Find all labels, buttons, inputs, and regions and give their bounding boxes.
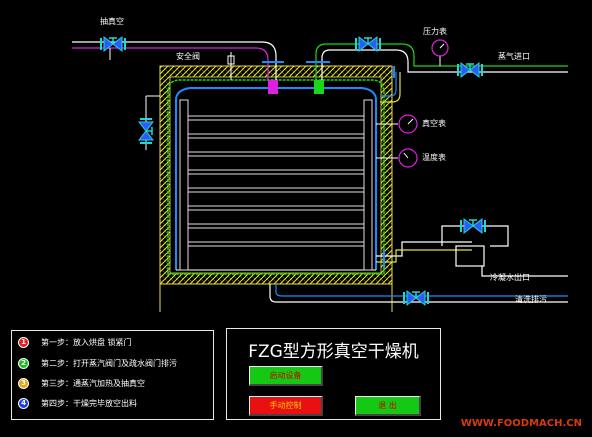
step-text: 第一步：放入烘盘 锁紧门 [41,337,132,347]
steam-line [315,43,568,80]
steam-trap [455,245,485,267]
vacuum-gauge [398,114,418,134]
cleaning-drain-label: 清洗排污 [515,295,547,304]
step-1: 1 第一步：放入烘盘 锁紧门 [18,335,132,349]
step-text: 第四步：干燥完毕放空出料 [41,398,137,408]
vacuum-line [72,41,277,80]
control-panel: FZG型方形真空干燥机 启动设备 手动控制 退 出 [226,328,441,420]
thermometer-label: 温度表 [422,153,446,162]
safety-valve-label: 安全阀 [176,52,200,61]
drain-line [269,284,568,303]
insulation-jacket [159,65,393,285]
side-vacuum-valve[interactable] [138,118,154,144]
support-legs [159,284,393,312]
steam-inlet-valve[interactable] [457,62,483,78]
dryer-schematic [72,36,568,312]
gauge-lines [376,56,441,159]
drain-valve[interactable] [403,290,429,306]
pressure-gauge [431,39,449,57]
step-badge: 4 [18,397,29,409]
step-2: 2 第二步：打开蒸汽阀门及疏水阀门排污 [18,356,177,370]
step-text: 第三步：通蒸汽加热及抽真空 [41,378,145,388]
vacuum-valve[interactable] [100,36,126,52]
vacuum-port [268,80,278,94]
exit-button[interactable]: 退 出 [355,396,421,416]
vacuum-pump-label: 抽真空 [100,17,124,26]
instruction-panel: 1 第一步：放入烘盘 锁紧门 2 第二步：打开蒸汽阀门及疏水阀门排污 3 第三步… [11,330,214,420]
pressure-gauge-label: 压力表 [423,27,447,36]
condensate-line [376,225,568,277]
steam-riser [380,66,401,103]
step-3: 3 第三步：通蒸汽加热及抽真空 [18,376,145,390]
watermark: WWW.FOODMACH.CN [460,418,582,429]
condensate-valve[interactable] [460,218,486,234]
step-badge: 2 [18,357,29,369]
step-badge: 1 [18,336,29,348]
start-button[interactable]: 启动设备 [249,366,323,386]
manual-control-button[interactable]: 手动控制 [249,396,323,416]
panel-title: FZG型方形真空干燥机 [248,342,419,362]
heating-shelves [187,115,365,247]
steam-coil [167,79,385,275]
steam-port [314,80,324,94]
steam-inlet-label: 蒸气进口 [498,52,530,61]
safety-valve [227,52,235,80]
step-text: 第二步：打开蒸汽阀门及疏水阀门排污 [41,358,177,368]
thermometer-gauge [398,148,418,168]
condensate-outlet-label: 冷凝水出口 [490,273,530,282]
step-badge: 3 [18,377,29,389]
steam-valve[interactable] [355,36,381,52]
step-4: 4 第四步：干燥完毕放空出料 [18,396,137,410]
vacuum-gauge-label: 真空表 [422,119,446,128]
